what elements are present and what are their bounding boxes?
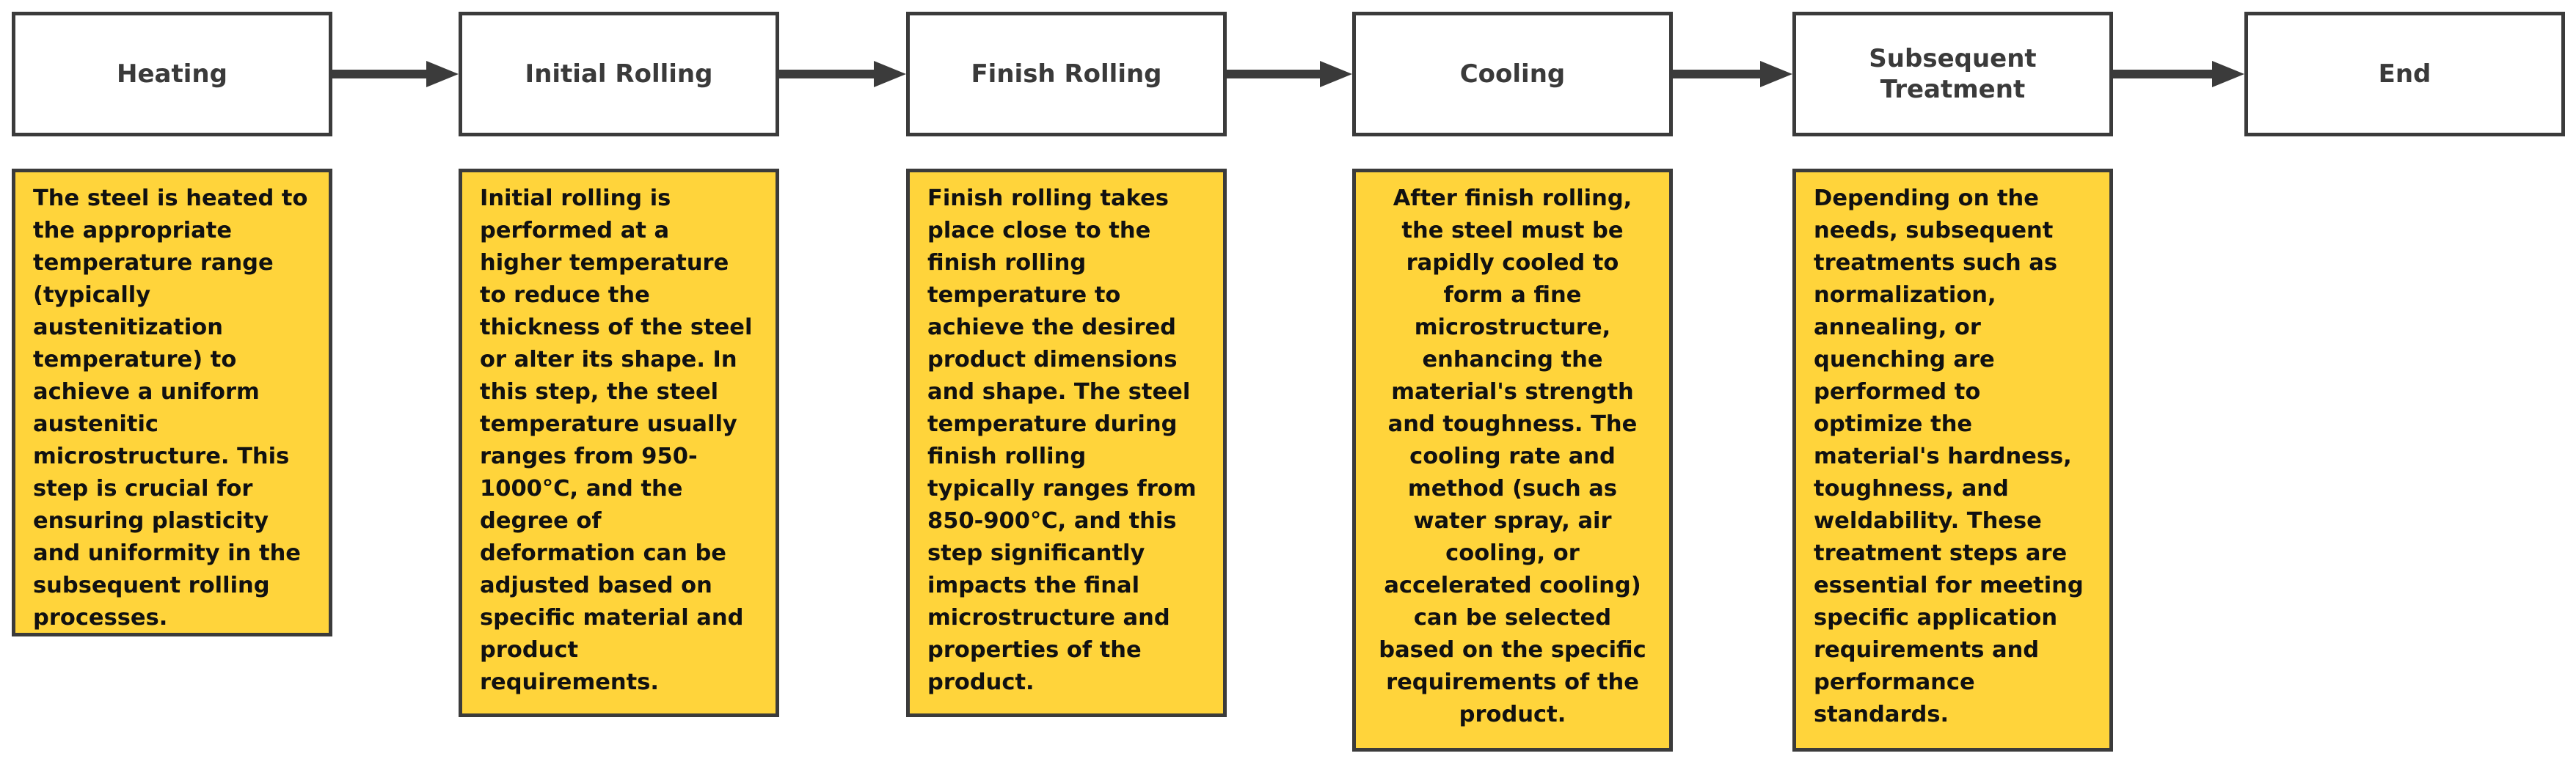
- step-heating-label: Heating: [117, 59, 227, 89]
- description-heating: The steel is heated to the appropriate t…: [12, 169, 332, 636]
- step-initial-rolling: Initial Rolling: [459, 12, 779, 136]
- step-end-label: End: [2378, 59, 2431, 89]
- step-heating: Heating: [12, 12, 332, 136]
- step-finish-rolling-label: Finish Rolling: [971, 59, 1162, 89]
- step-subsequent-treatment: Subsequent Treatment: [1792, 12, 2113, 136]
- description-cooling-text: After finish rolling, the steel must be …: [1379, 186, 1646, 727]
- step-cooling-label: Cooling: [1459, 59, 1566, 89]
- step-initial-rolling-label: Initial Rolling: [525, 59, 713, 89]
- step-cooling: Cooling: [1352, 12, 1673, 136]
- description-finish-rolling: Finish rolling takes place close to the …: [906, 169, 1227, 717]
- description-cooling: After finish rolling, the steel must be …: [1352, 169, 1673, 752]
- description-initial-rolling-text: Initial rolling is performed at a higher…: [480, 186, 753, 695]
- step-subsequent-treatment-label: Subsequent Treatment: [1869, 44, 2037, 104]
- step-finish-rolling: Finish Rolling: [906, 12, 1227, 136]
- description-initial-rolling: Initial rolling is performed at a higher…: [459, 169, 779, 717]
- description-heating-text: The steel is heated to the appropriate t…: [33, 186, 308, 631]
- description-subsequent-treatment: Depending on the needs, subsequent treat…: [1792, 169, 2113, 752]
- description-finish-rolling-text: Finish rolling takes place close to the …: [927, 186, 1197, 695]
- step-end: End: [2244, 12, 2565, 136]
- description-subsequent-treatment-text: Depending on the needs, subsequent treat…: [1814, 186, 2084, 727]
